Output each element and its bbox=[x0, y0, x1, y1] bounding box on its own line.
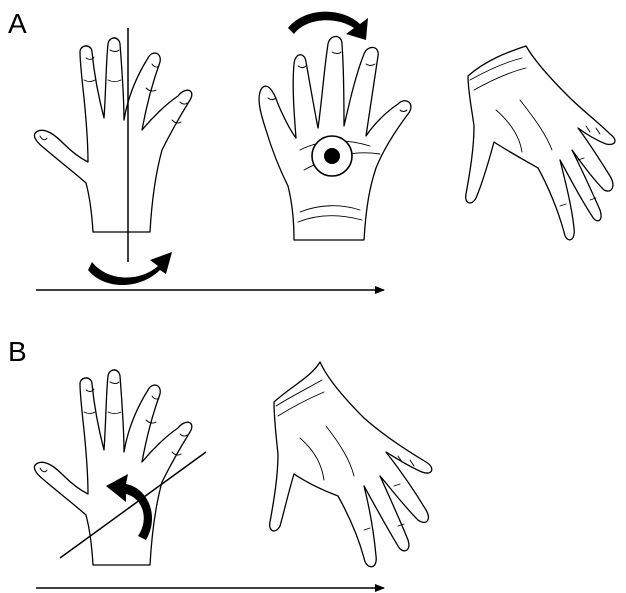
hand-a1-back-view bbox=[34, 38, 191, 232]
hand-a3-rotated-view bbox=[466, 46, 615, 240]
rotation-axis-center-dot bbox=[324, 148, 340, 164]
hand-a2-palm-view bbox=[259, 37, 411, 241]
curved-arrow-a1 bbox=[88, 252, 172, 285]
panel-a bbox=[34, 12, 615, 290]
hand-b2-rotated-view bbox=[270, 362, 432, 567]
hand-b1-back-view bbox=[34, 370, 191, 565]
panel-b bbox=[34, 362, 431, 588]
curved-arrow-a2 bbox=[288, 12, 368, 40]
